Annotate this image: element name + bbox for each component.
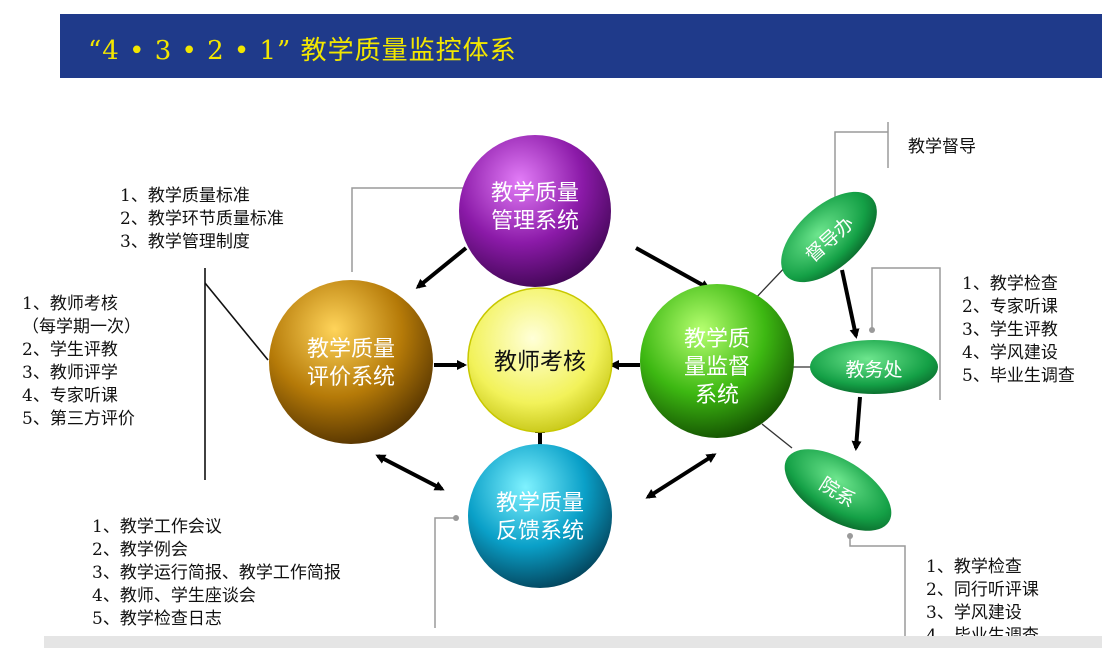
standards-list: 1、教学质量标准 2、教学环节质量标准 3、教学管理制度 bbox=[120, 185, 284, 254]
callout-lines bbox=[351, 122, 941, 648]
jiaowu-office-ellipse bbox=[810, 340, 938, 394]
evaluation-bracket bbox=[204, 268, 269, 480]
list-item: 3、学风建设 bbox=[926, 603, 1022, 623]
yuanxi-items-list: 1、教学检查 2、同行听评课 3、学风建设 4、毕业生调查 bbox=[926, 556, 1039, 648]
list-item: 5、第三方评价 bbox=[22, 409, 135, 429]
teacher-assessment-sphere bbox=[467, 287, 613, 433]
evaluation-system-label: 教学质量 评价系统 bbox=[306, 337, 395, 390]
evaluation-system-sphere bbox=[269, 280, 433, 444]
list-item: 2、学生评教 bbox=[22, 340, 118, 360]
list-item: 1、教学工作会议 bbox=[92, 517, 222, 537]
list-item: 2、专家听课 bbox=[962, 297, 1058, 317]
list-item: 5、教学检查日志 bbox=[92, 609, 222, 629]
list-item: 教学督导 bbox=[908, 137, 976, 157]
teacher-evaluation-list: 1、教师考核 （每学期一次） 2、学生评教 3、教师评学 4、专家听课 5、第三… bbox=[22, 293, 141, 431]
list-item: 2、同行听评课 bbox=[926, 580, 1039, 600]
list-item: 4、教师、学生座谈会 bbox=[92, 586, 256, 606]
list-item: 3、教学运行简报、教学工作简报 bbox=[92, 563, 341, 583]
dudao-office-ellipse bbox=[781, 191, 877, 283]
teacher-assessment-label: 教师考核 bbox=[494, 349, 586, 375]
feedback-system-label: 教学质量 反馈系统 bbox=[495, 491, 584, 544]
list-item: 3、教学管理制度 bbox=[120, 232, 250, 252]
list-item: 2、教学环节质量标准 bbox=[120, 209, 284, 229]
list-item: 1、教学检查 bbox=[926, 557, 1022, 577]
feedback-system-sphere bbox=[468, 444, 612, 588]
arrow-dudao-to-jiaowu bbox=[840, 269, 860, 339]
jiaowu-items-list: 1、教学检查 2、专家听课 3、学生评教 4、学风建设 5、毕业生调查 bbox=[962, 273, 1075, 388]
list-item: 2、教学例会 bbox=[92, 540, 188, 560]
list-item: 3、教师评学 bbox=[22, 363, 118, 383]
list-item: 4、专家听课 bbox=[22, 386, 118, 406]
feedback-list: 1、教学工作会议 2、教学例会 3、教学运行简报、教学工作简报 4、教师、学生座… bbox=[92, 516, 341, 631]
management-system-sphere bbox=[459, 135, 611, 287]
yuanxi-office-ellipse bbox=[784, 449, 892, 531]
arrow-evaluation-feedback bbox=[375, 454, 445, 491]
dudao-items-list: 教学督导 bbox=[908, 136, 976, 159]
arrow-management-to-evaluation bbox=[415, 246, 468, 289]
footer-bar bbox=[44, 636, 1102, 648]
list-item: 4、学风建设 bbox=[962, 343, 1058, 363]
jiaowu-office-label: 教务处 bbox=[845, 359, 903, 381]
list-item: 5、毕业生调查 bbox=[962, 366, 1075, 386]
list-item: 1、教师考核 bbox=[22, 294, 118, 314]
page-title: “4 • 3 • 2 • 1” 教学质量监控体系 bbox=[88, 36, 517, 66]
list-item: （每学期一次） bbox=[22, 317, 141, 337]
arrow-feedback-supervision bbox=[645, 453, 717, 499]
supervision-system-sphere bbox=[640, 284, 794, 438]
list-item: 1、教学检查 bbox=[962, 274, 1058, 294]
list-item: 1、教学质量标准 bbox=[120, 186, 250, 206]
arrow-jiaowu-to-yuanxi bbox=[851, 396, 862, 451]
supervision-system-label: 教学质 量监督 系统 bbox=[683, 327, 750, 408]
header-bar: “4 • 3 • 2 • 1” 教学质量监控体系 bbox=[60, 14, 1102, 78]
arrow-management-to-supervision bbox=[635, 246, 711, 290]
list-item: 3、学生评教 bbox=[962, 320, 1058, 340]
management-system-label: 教学质量 管理系统 bbox=[490, 181, 579, 234]
